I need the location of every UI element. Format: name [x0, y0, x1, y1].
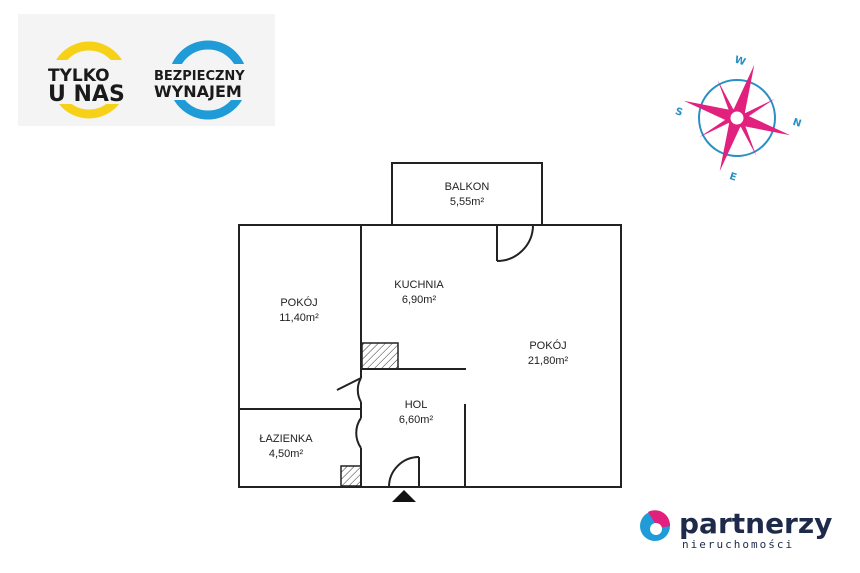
- compass-letter-left: S: [674, 106, 684, 119]
- wynajem-text-backdrop: [150, 64, 268, 100]
- kuchnia-name: KUCHNIA: [394, 279, 444, 291]
- ventilation-shaft-kuchnia: [361, 342, 399, 370]
- compass-star: [683, 64, 791, 172]
- compass-ring: [698, 79, 776, 157]
- compass-rose-icon: W N E S: [674, 55, 803, 184]
- compass-letter-top: W: [733, 55, 747, 69]
- pokoj-large-name: POKÓJ: [529, 339, 566, 352]
- pokoj-door-swing: [356, 377, 362, 403]
- tylko-u-nas-badge: TYLKO U NAS: [42, 41, 136, 119]
- hol-area: 6,60m²: [399, 414, 434, 426]
- floor-plan: [238, 162, 622, 488]
- pokoj-large-area: 21,80m²: [528, 355, 569, 367]
- bezpieczny-wynajem-badge: BEZPIECZNY WYNAJEM: [150, 40, 268, 120]
- lazienka-name: ŁAZIENKA: [259, 433, 313, 445]
- hol-name: HOL: [405, 399, 428, 411]
- balkon-name: BALKON: [445, 181, 490, 193]
- lazienka-door-swing: [355, 417, 362, 449]
- tylko-text-backdrop: [42, 60, 136, 104]
- compass-letter-bottom: E: [728, 171, 738, 184]
- partnerzy-logo: partnerzy nieruchomości: [640, 507, 832, 551]
- tylko-line1: TYLKO: [48, 66, 110, 86]
- compass-letter-right: N: [791, 117, 802, 130]
- tylko-line2: U NAS: [48, 82, 125, 107]
- entrance-door-swing: [388, 456, 420, 488]
- logo-mark-pink: [648, 510, 671, 528]
- ventilation-shaft-lazienka: [340, 465, 362, 487]
- pokoj-small-name: POKÓJ: [280, 296, 317, 309]
- logo-mark-center: [650, 523, 662, 535]
- wynajem-line2: WYNAJEM: [154, 82, 242, 101]
- entrance-arrow-icon: [392, 490, 416, 502]
- pokoj-small-area: 11,40m²: [279, 312, 319, 324]
- balkon-outline: [391, 162, 543, 226]
- outer-walls: [238, 224, 622, 488]
- balkon-area: 5,55m²: [450, 196, 485, 208]
- brand-name: partnerzy: [679, 507, 832, 540]
- balkon-door-swing: [496, 224, 534, 262]
- lazienka-area: 4,50m²: [269, 448, 304, 460]
- kuchnia-area: 6,90m²: [402, 294, 437, 306]
- brand-tagline: nieruchomości: [682, 538, 794, 551]
- wynajem-line1: BEZPIECZNY: [154, 69, 245, 84]
